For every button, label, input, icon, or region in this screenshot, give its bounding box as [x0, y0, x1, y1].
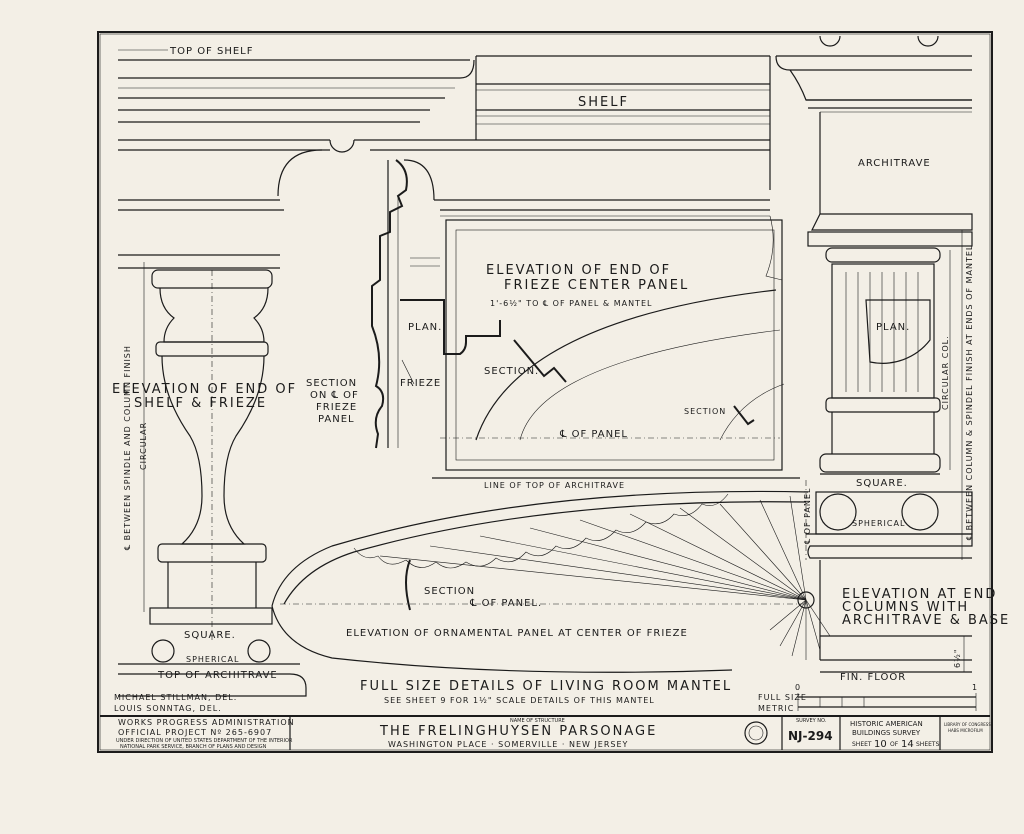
left-column-elevation	[118, 149, 323, 697]
delineator-2: LOUIS SONNTAG, DEL.	[114, 704, 222, 713]
label-elev-end-columns-2: COLUMNS WITH	[842, 600, 969, 615]
tb-location: WASHINGTON PLACE · SOMERVILLE · NEW JERS…	[388, 740, 628, 749]
label-square-left: SQUARE.	[184, 630, 236, 641]
label-elev-end-shelf-1: ELEVATION OF END OF	[112, 382, 297, 397]
shelf-elevation	[118, 55, 771, 190]
tb-agency-2: OFFICIAL PROJECT Nº 265-6907	[118, 728, 272, 737]
scale-metric: METRIC	[758, 704, 794, 713]
sub-title: SEE SHEET 9 FOR 1½" SCALE DETAILS OF THI…	[384, 696, 655, 705]
right-column-elevation	[775, 35, 973, 673]
label-section-cl-2: ON ℄ OF	[310, 390, 359, 401]
graphic-scale	[797, 693, 977, 711]
label-section-cl-4: PANEL	[318, 414, 355, 425]
ornamental-fan-panel	[271, 480, 831, 673]
label-shelf: SHELF	[578, 95, 629, 110]
label-section-ornamental: SECTION	[424, 586, 475, 597]
label-line-top-architrave: LINE OF TOP OF ARCHITRAVE	[484, 481, 625, 490]
tb-sheet-total: 14	[901, 739, 914, 750]
label-frieze: FRIEZE	[400, 378, 441, 389]
title-block	[100, 715, 990, 750]
tb-sheets: SHEETS	[916, 741, 940, 748]
scale-tick-1: 1	[972, 683, 978, 692]
label-top-of-shelf: TOP OF SHELF	[169, 46, 254, 57]
tb-sheet-of: OF	[890, 741, 899, 748]
label-dim-6-half: 6½"	[953, 648, 962, 668]
main-title: FULL SIZE DETAILS OF LIVING ROOM MANTEL	[360, 679, 732, 694]
label-plan: PLAN.	[408, 322, 442, 333]
label-cl-of-panel-vert: ℄ OF PANEL	[803, 488, 812, 544]
scale-full-size: FULL SIZE	[758, 693, 807, 702]
label-section-cl-1: SECTION	[306, 378, 357, 389]
label-spherical-left: SPHERICAL	[186, 655, 239, 664]
delineator-1: MICHAEL STILLMAN, DEL.	[114, 693, 237, 702]
label-cl-column-spindel: ℄ BETWEEN COLUMN & SPINDEL FINISH AT END…	[965, 245, 974, 540]
label-section: SECTION.	[484, 366, 539, 377]
tb-habs-2: BUILDINGS SURVEY	[852, 729, 921, 737]
official-seal	[744, 721, 768, 745]
label-fin-floor: FIN. FLOOR	[840, 672, 906, 683]
frieze-section-profile	[371, 159, 440, 449]
sheet-border-inner	[99, 33, 991, 751]
tb-name-caption: NAME OF STRUCTURE	[510, 718, 565, 724]
label-elev-end-shelf-2: SHELF & FRIEZE	[134, 396, 267, 411]
label-elev-end-columns-1: ELEVATION AT END	[842, 587, 997, 602]
label-cl-spindle: ℄ BETWEEN SPINDLE AND COLUMN FINISH	[123, 345, 132, 550]
label-square-right: SQUARE.	[856, 478, 908, 489]
label-elev-end-frieze-2: FRIEZE CENTER PANEL	[504, 278, 689, 293]
tb-agency-3: UNDER DIRECTION OF UNITED STATES DEPARTM…	[116, 738, 293, 744]
tb-habs-1: HISTORIC AMERICAN	[850, 720, 923, 728]
label-dim-panel-mantel: 1'-6½" TO ℄ OF PANEL & MANTEL	[490, 299, 652, 308]
tb-loc-1: LIBRARY OF CONGRESS	[944, 722, 991, 727]
tb-agency-4: NATIONAL PARK SERVICE, BRANCH OF PLANS A…	[120, 744, 267, 750]
label-circular: CIRCULAR	[139, 422, 148, 470]
label-elev-end-frieze-1: ELEVATION OF END OF	[486, 263, 671, 278]
tb-loc-2: HABS MICROFILM	[948, 728, 983, 733]
label-circular-col: CIRCULAR COL.	[941, 335, 950, 410]
label-top-of-architrave: TOP OF ARCHITRAVE	[157, 670, 278, 681]
label-section-plain: SECTION	[684, 407, 726, 416]
label-plan-col: PLAN.	[876, 322, 910, 333]
tb-agency-1: WORKS PROGRESS ADMINISTRATION	[118, 718, 295, 727]
label-architrave: ARCHITRAVE	[858, 158, 931, 169]
label-section-cl-3: FRIEZE	[316, 402, 357, 413]
tb-survey-caption: SURVEY NO.	[796, 718, 827, 724]
label-cl-of-panel: ℄ OF PANEL	[559, 429, 628, 440]
tb-sheet-no: 10	[874, 739, 887, 750]
sheet-border	[97, 31, 993, 753]
label-spherical-right: SPHERICAL	[852, 519, 905, 528]
frieze-panel-elevation	[400, 199, 800, 479]
label-elev-ornamental: ELEVATION OF ORNAMENTAL PANEL AT CENTER …	[346, 628, 688, 639]
scale-tick-0: 0	[795, 683, 801, 692]
label-cl-of-panel-2: ℄ OF PANEL.	[469, 598, 542, 609]
tb-structure-name: THE FRELINGHUYSEN PARSONAGE	[379, 724, 657, 739]
label-elev-end-columns-3: ARCHITRAVE & BASE	[842, 613, 1010, 628]
tb-survey-no: NJ-294	[788, 729, 833, 743]
tb-sheet-label: SHEET	[852, 741, 872, 748]
